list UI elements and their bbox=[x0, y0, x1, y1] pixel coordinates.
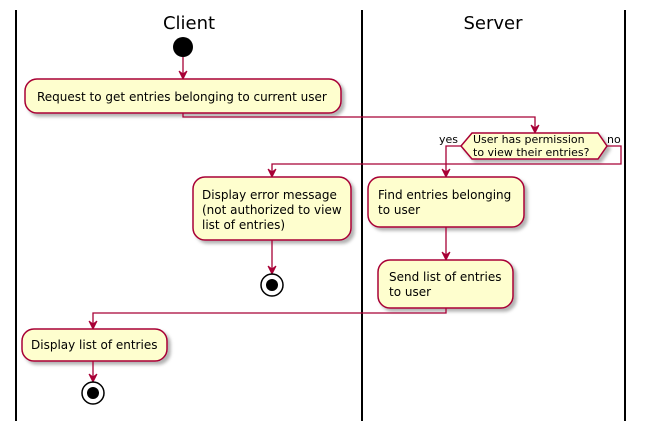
flow-yes-to-find bbox=[445, 145, 461, 172]
activity-request-label: Request to get entries belonging to curr… bbox=[37, 90, 327, 104]
flow-no-to-error bbox=[271, 145, 622, 172]
lane-title-client: Client bbox=[163, 13, 215, 34]
activity-error: Display error message (not authorized to… bbox=[192, 176, 352, 241]
decision-permission: User has permission to view their entrie… bbox=[460, 132, 608, 160]
arrowhead bbox=[441, 168, 451, 179]
activity-send-line1: Send list of entries bbox=[389, 270, 501, 284]
activity-find-entries: Find entries belonging to user bbox=[367, 176, 525, 228]
start-node bbox=[173, 37, 193, 57]
activity-find-line2: to user bbox=[378, 203, 420, 217]
arrowhead bbox=[530, 124, 540, 135]
arrowhead bbox=[267, 265, 277, 276]
decision-label-line1: User has permission bbox=[473, 133, 585, 146]
activity-send-line2: to user bbox=[389, 285, 431, 299]
activity-display-label: Display list of entries bbox=[31, 338, 157, 352]
activity-display-list: Display list of entries bbox=[21, 328, 168, 362]
branch-label-no: no bbox=[607, 133, 621, 146]
arrowhead bbox=[88, 320, 98, 331]
arrowhead bbox=[441, 251, 451, 262]
stop-node-error bbox=[260, 273, 284, 297]
arrowhead bbox=[267, 168, 277, 179]
flow-request-to-decision bbox=[182, 113, 536, 128]
lane-title-server: Server bbox=[463, 13, 523, 34]
activity-send-list: Send list of entries to user bbox=[377, 259, 514, 309]
arrowhead bbox=[178, 70, 188, 81]
activity-find-line1: Find entries belonging bbox=[378, 188, 511, 202]
activity-error-line3: list of entries) bbox=[202, 218, 285, 232]
branch-label-yes: yes bbox=[439, 133, 458, 146]
arrowhead bbox=[88, 373, 98, 384]
stop-node-final bbox=[81, 381, 105, 405]
decision-label-line2: to view their entries? bbox=[473, 146, 590, 159]
activity-error-line1: Display error message bbox=[202, 188, 337, 202]
activity-error-line2: (not authorized to view bbox=[202, 203, 342, 217]
flow-send-to-display bbox=[92, 308, 447, 324]
activity-request: Request to get entries belonging to curr… bbox=[24, 78, 342, 114]
